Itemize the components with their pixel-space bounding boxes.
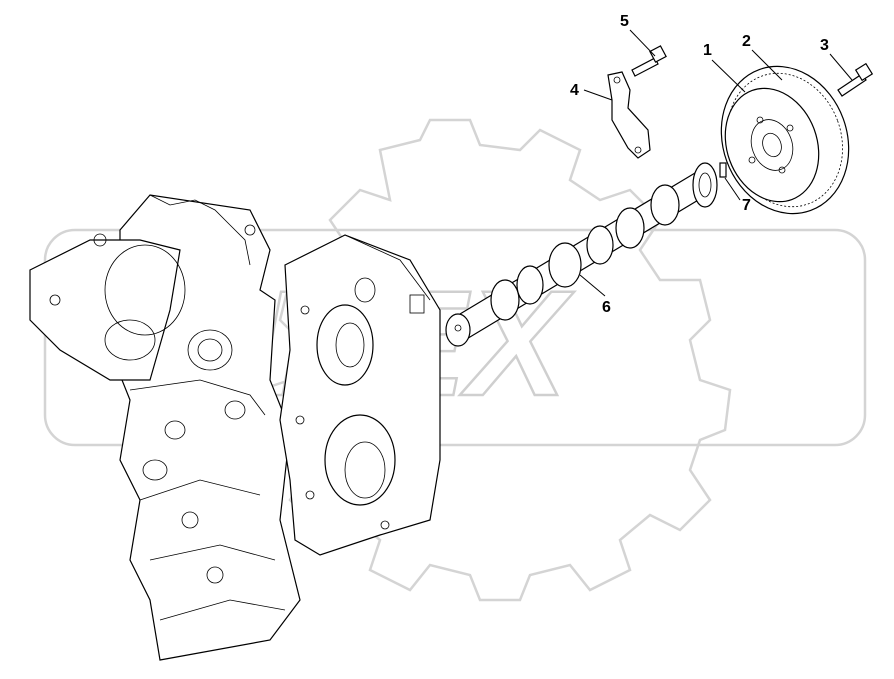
- callout-4: 4: [570, 82, 613, 101]
- camshaft-gear: [720, 65, 850, 215]
- callout-label-1: 1: [703, 42, 712, 59]
- callout-label-7: 7: [742, 197, 751, 214]
- callout-label-6: 6: [602, 299, 611, 316]
- callout-5: 5: [620, 13, 656, 57]
- callout-label-4: 4: [570, 82, 579, 99]
- callout-label-5: 5: [620, 13, 629, 30]
- callout-7: 7: [724, 177, 751, 214]
- callout-3: 3: [820, 37, 853, 81]
- callout-2: 2: [742, 33, 783, 81]
- bolt-3: [837, 62, 874, 97]
- dowel-pin: [719, 162, 727, 178]
- bolt-5: [631, 45, 667, 77]
- callout-1: 1: [703, 42, 746, 93]
- callout-6: 6: [579, 274, 611, 316]
- front-cover-housing: [279, 234, 441, 556]
- camshaft: [445, 162, 718, 347]
- retaining-plate: [607, 71, 651, 159]
- engine-block: [29, 194, 301, 661]
- callout-label-3: 3: [820, 37, 829, 54]
- callout-label-2: 2: [742, 33, 751, 50]
